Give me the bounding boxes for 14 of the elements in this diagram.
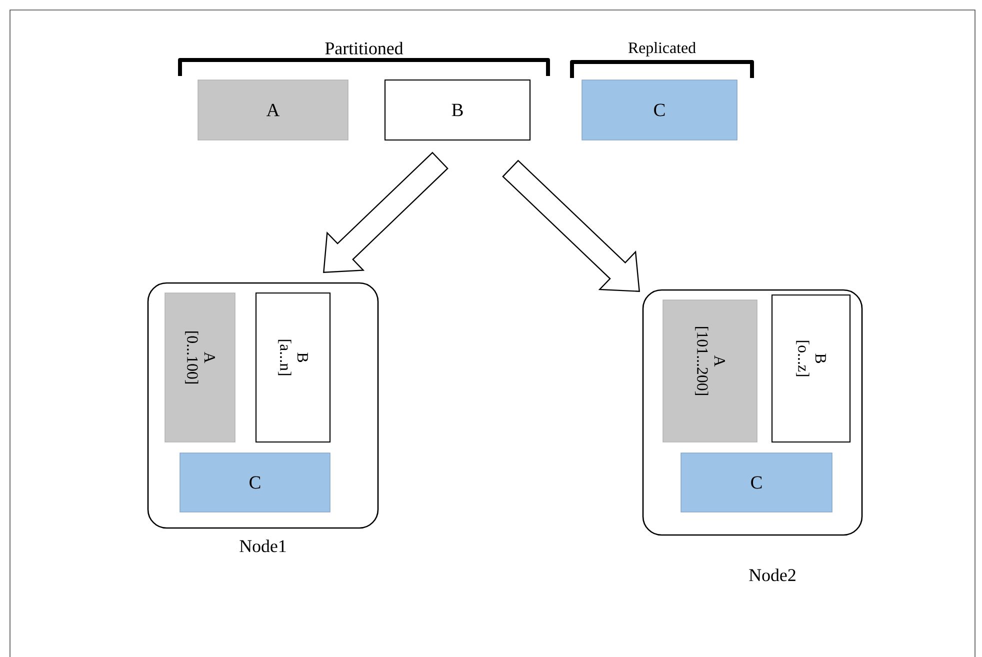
hollow-arrow xyxy=(502,160,640,292)
table-box: A [101...200] xyxy=(662,300,758,442)
table-box: B [o...z] xyxy=(771,294,851,443)
table-box: C xyxy=(180,452,330,512)
node-label: Node2 xyxy=(749,568,796,582)
group-label: Replicated xyxy=(628,42,696,56)
table-box: A xyxy=(198,80,348,140)
node-label: Node1 xyxy=(240,540,286,552)
group-label: Partitioned xyxy=(325,42,404,54)
table-box: B [a...n] xyxy=(255,292,331,443)
table-box: B xyxy=(384,79,531,141)
table-box: C xyxy=(680,452,832,512)
table-box: A [0...100] xyxy=(164,292,236,442)
table-box: C xyxy=(582,80,738,140)
